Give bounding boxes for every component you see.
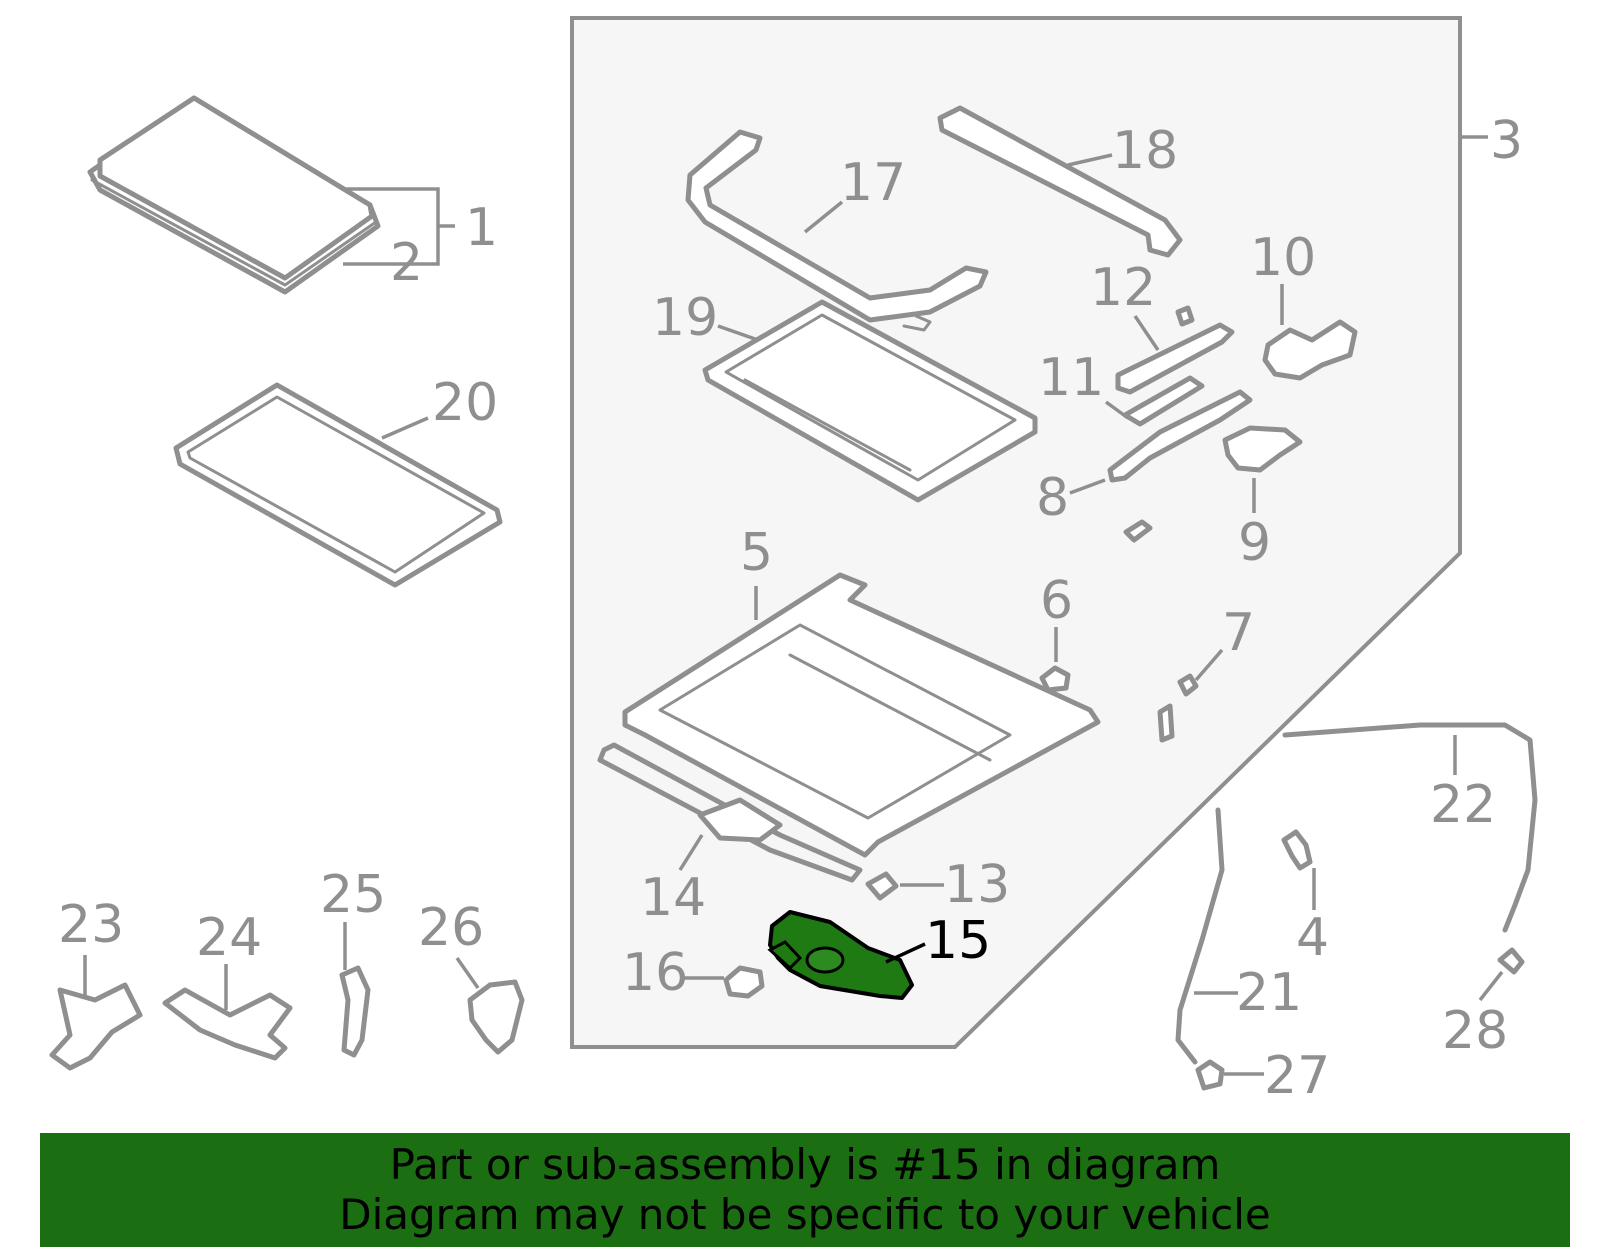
callout-26: 26 (418, 898, 484, 958)
callout-16: 16 (622, 943, 688, 1003)
callout-1: 1 (465, 198, 498, 258)
cable-track-part (597, 742, 863, 883)
callout-13: 13 (944, 855, 1010, 915)
callout-6: 6 (1040, 571, 1073, 631)
callout-17: 17 (840, 153, 906, 213)
callout-15: 15 (925, 911, 991, 971)
callout-27: 27 (1264, 1046, 1330, 1106)
callout-19: 19 (652, 288, 718, 348)
callout-5: 5 (740, 523, 773, 583)
callout-4: 4 (1296, 908, 1329, 968)
info-banner: Part or sub-assembly is #15 in diagram D… (40, 1133, 1570, 1247)
callout-28: 28 (1442, 1001, 1508, 1061)
callout-23: 23 (58, 895, 124, 955)
rail-part (937, 105, 1183, 258)
drain-hose-22-part (1282, 722, 1538, 933)
callout-12: 12 (1090, 258, 1156, 318)
clip-4-part (1281, 829, 1313, 871)
grommet-27-part (1195, 1059, 1225, 1091)
callout-10: 10 (1250, 228, 1316, 288)
bracket-12-part (1115, 305, 1235, 395)
bracket-11-part (1122, 375, 1205, 427)
bracket-24-part (162, 987, 293, 1061)
callout-22: 22 (1430, 775, 1496, 835)
motor-part-highlighted (767, 910, 914, 1000)
plug-16-part (723, 965, 765, 999)
callout-21: 21 (1236, 963, 1302, 1023)
bracket-23-part (49, 982, 143, 1071)
banner-line-2: Diagram may not be specific to your vehi… (339, 1190, 1271, 1239)
callout-8: 8 (1036, 468, 1069, 528)
callout-2: 2 (390, 233, 423, 293)
callout-11: 11 (1038, 348, 1104, 408)
clip-7-part (1157, 673, 1199, 743)
deflector-part (685, 129, 989, 332)
callout-24: 24 (196, 908, 262, 968)
bolt-13-part (865, 871, 899, 901)
link-8-part (1107, 389, 1253, 483)
callout-20: 20 (432, 373, 498, 433)
bracket-25-part (339, 965, 371, 1058)
bracket-9-part (1222, 425, 1303, 473)
drain-hose-21-part (1175, 807, 1225, 1065)
callout-18: 18 (1112, 121, 1178, 181)
leader-15 (885, 942, 926, 964)
grommet-28-part (1497, 947, 1525, 975)
banner-line-1: Part or sub-assembly is #15 in diagram (389, 1140, 1221, 1189)
sunshade-frame-part (702, 299, 1038, 503)
sunroof-frame-part (622, 572, 1101, 858)
bracket-10-part (1262, 319, 1358, 381)
callout-25: 25 (320, 865, 386, 925)
callout-3: 3 (1490, 111, 1523, 171)
clip-6-part (1039, 665, 1071, 693)
callout-14: 14 (640, 868, 706, 928)
pin-part (1123, 519, 1153, 543)
callout-9: 9 (1238, 513, 1271, 573)
glass-panel-part (87, 95, 381, 295)
bracket-26-part (467, 979, 525, 1055)
seal-frame-part (173, 382, 503, 588)
callout-7: 7 (1222, 603, 1255, 663)
